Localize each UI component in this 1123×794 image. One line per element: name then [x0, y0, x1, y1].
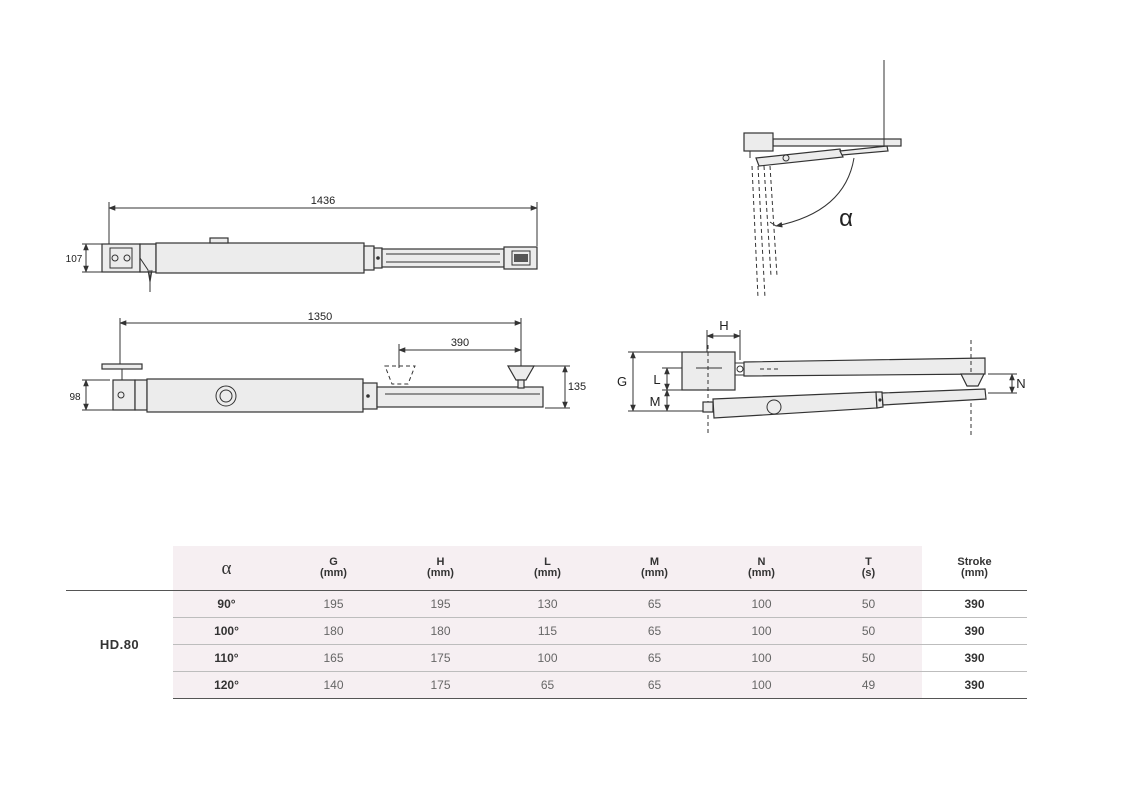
header-empty — [66, 546, 173, 591]
header-t-unit: (s) — [861, 567, 876, 579]
cell-t: 50 — [815, 644, 922, 672]
header-g: G (mm) — [280, 546, 387, 591]
header-g-unit: (mm) — [320, 567, 347, 579]
cell-stroke: 390 — [922, 617, 1027, 645]
angle-view-drawing: α — [743, 60, 902, 299]
header-h-unit: (mm) — [427, 567, 454, 579]
dim-top-length: 1436 — [311, 195, 335, 207]
cell-t: 50 — [815, 590, 922, 618]
label-h: H — [719, 318, 728, 333]
label-l: L — [653, 372, 660, 387]
header-n-unit: (mm) — [748, 567, 775, 579]
cell-angle: 90° — [173, 590, 280, 618]
cell-m: 65 — [601, 617, 708, 645]
table-row: 120° 140 175 65 65 100 49 390 — [66, 671, 1027, 699]
header-m-symbol: M — [649, 556, 660, 568]
dim-side-stroke: 390 — [451, 337, 469, 349]
side-view-drawing: 1350 390 98 135 — [69, 311, 586, 413]
cell-m: 65 — [601, 644, 708, 672]
table-header-row: α G (mm) H (mm) L (mm) M (mm) N (mm) — [66, 546, 1027, 591]
dim-side-left-height: 98 — [69, 392, 81, 403]
cell-l: 130 — [494, 590, 601, 618]
top-view-drawing: 1436 107 — [66, 195, 538, 292]
dim-side-length: 1350 — [308, 311, 332, 323]
header-stroke-symbol: Stroke — [957, 556, 992, 568]
cell-l: 115 — [494, 617, 601, 645]
header-stroke: Stroke (mm) — [922, 546, 1027, 591]
header-g-symbol: G — [329, 556, 338, 568]
spec-table: α G (mm) H (mm) L (mm) M (mm) N (mm) — [66, 546, 1027, 699]
cell-stroke: 390 — [922, 671, 1027, 699]
cell-n: 100 — [708, 644, 815, 672]
cell-h: 175 — [387, 644, 494, 672]
label-g: G — [617, 374, 627, 389]
header-h: H (mm) — [387, 546, 494, 591]
header-m-unit: (mm) — [641, 567, 668, 579]
header-n: N (mm) — [708, 546, 815, 591]
cell-stroke: 390 — [922, 644, 1027, 672]
header-alpha: α — [173, 546, 280, 591]
header-l: L (mm) — [494, 546, 601, 591]
cell-g: 165 — [280, 644, 387, 672]
dim-top-height: 107 — [66, 254, 83, 265]
header-t: T (s) — [815, 546, 922, 591]
cell-g: 140 — [280, 671, 387, 699]
technical-drawing: 1436 107 1350 390 98 — [66, 60, 1026, 435]
label-m: M — [650, 394, 661, 409]
label-n: N — [1016, 376, 1025, 391]
cell-angle: 120° — [173, 671, 280, 699]
cell-angle: 100° — [173, 617, 280, 645]
header-h-symbol: H — [436, 556, 445, 568]
header-alpha-symbol: α — [221, 557, 232, 579]
cell-h: 175 — [387, 671, 494, 699]
cell-g: 195 — [280, 590, 387, 618]
dim-side-right-height: 135 — [568, 381, 586, 393]
cell-angle: 110° — [173, 644, 280, 672]
cell-n: 100 — [708, 590, 815, 618]
cell-n: 100 — [708, 671, 815, 699]
angle-alpha-label: α — [839, 205, 853, 232]
cell-g: 180 — [280, 617, 387, 645]
cell-t: 50 — [815, 617, 922, 645]
cell-h: 180 — [387, 617, 494, 645]
header-m: M (mm) — [601, 546, 708, 591]
cell-l: 65 — [494, 671, 601, 699]
cell-l: 100 — [494, 644, 601, 672]
geometry-view-drawing: H G L M N — [617, 318, 1026, 435]
cell-n: 100 — [708, 617, 815, 645]
header-l-unit: (mm) — [534, 567, 561, 579]
table-row: 100° 180 180 115 65 100 50 390 — [66, 617, 1027, 645]
cell-m: 65 — [601, 671, 708, 699]
cell-h: 195 — [387, 590, 494, 618]
header-stroke-unit: (mm) — [961, 567, 988, 579]
header-l-symbol: L — [544, 556, 551, 568]
header-t-symbol: T — [865, 556, 872, 568]
table-row: HD.80 90° 195 195 130 65 100 50 390 — [66, 590, 1027, 699]
model-name: HD.80 — [66, 590, 173, 699]
cell-m: 65 — [601, 590, 708, 618]
cell-t: 49 — [815, 671, 922, 699]
cell-stroke: 390 — [922, 590, 1027, 618]
header-n-symbol: N — [757, 556, 766, 568]
table-row: 110° 165 175 100 65 100 50 390 — [66, 644, 1027, 672]
